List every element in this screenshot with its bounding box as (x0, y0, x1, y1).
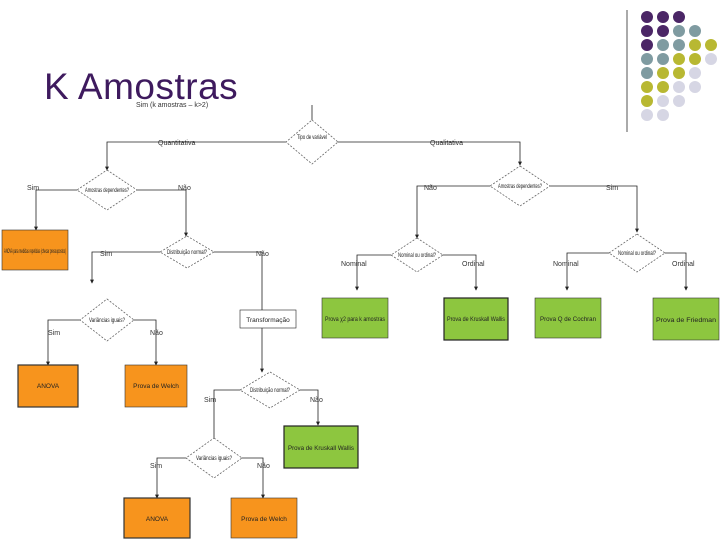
dot (641, 109, 653, 121)
box-text: Prova de Welch (133, 383, 179, 390)
box-text: ANOVA (37, 383, 60, 390)
edge-label-nao-dist2: Não (310, 397, 323, 404)
decision-text: Variâncias iguais? (89, 317, 125, 324)
decision-text: Variâncias iguais? (196, 455, 232, 462)
dot (673, 67, 685, 79)
box-prova-qui-quadrado: Prova χ2 para k amostras (321, 297, 389, 339)
dot (657, 25, 669, 37)
box-prova-kruskal-2: Prova de Kruskall Wallis (283, 425, 359, 469)
slide-title: K Amostras (44, 66, 239, 107)
decision-distribuicao-normal-1: Distribuição normal? (159, 235, 215, 269)
edge-label-sim-var2: Sim (150, 463, 162, 470)
edge-label-nao-var2: Não (257, 463, 270, 470)
dot (689, 53, 701, 65)
box-prova-welch-1: Prova de Welch (124, 364, 188, 408)
box-text: Transformação (246, 317, 290, 324)
dot (689, 67, 701, 79)
dot (641, 39, 653, 51)
box-anova-medidas-repetidas: ANOVA para medidas repetidas (checar pre… (1, 229, 69, 271)
edge-label-nao-dist1: Não (256, 251, 269, 258)
dot (657, 81, 669, 93)
dot (689, 25, 701, 37)
decision-text: Nominal ou ordinal? (618, 250, 656, 257)
box-text: Prova de Welch (241, 516, 287, 523)
decision-variancias-iguais-1: Variâncias iguais? (79, 298, 135, 342)
box-text: ANOVA para medidas repetidas (checar pre… (4, 248, 66, 255)
edge-label-qualitativa: Qualitativa (430, 140, 463, 147)
decision-text: Nominal ou ordinal? (398, 252, 436, 259)
dot (705, 39, 717, 51)
dot (673, 39, 685, 51)
dot (641, 95, 653, 107)
edge-label-quantitativa: Quantitativa (158, 140, 195, 147)
box-text: Prova de Kruskall Wallis (447, 316, 506, 323)
edge-label-nao-var1: Não (150, 330, 163, 337)
dot (689, 81, 701, 93)
edge-label-sim-dist2: Sim (204, 397, 216, 404)
dot (641, 67, 653, 79)
edge-label-nominal-1: Nominal (341, 261, 367, 268)
dot (689, 39, 701, 51)
decision-amostras-dependentes-right: Amostras dependentes? (489, 165, 551, 207)
dot (641, 11, 653, 23)
dot (705, 53, 717, 65)
dot (641, 81, 653, 93)
edge-label-sim-var1: Sim (48, 330, 60, 337)
box-text: Prova de Friedman (656, 317, 716, 324)
dot (657, 39, 669, 51)
dot (673, 53, 685, 65)
dot (673, 25, 685, 37)
edge-label-ordinal-2: Ordinal (672, 261, 695, 268)
decision-tipo-variavel: Tipo de variável (285, 119, 339, 165)
decision-variancias-iguais-2: Variâncias iguais? (185, 437, 243, 479)
dot (673, 81, 685, 93)
decision-text: Distribuição normal? (250, 387, 290, 394)
decorative-dot-grid (626, 10, 717, 132)
box-anova-1: ANOVA (17, 364, 79, 408)
dot (657, 95, 669, 107)
box-text: ANOVA (146, 516, 169, 523)
decision-text-line: Tipo de variável (297, 134, 327, 141)
decision-nominal-ordinal-2: Nominal ou ordinal? (608, 233, 666, 273)
dot (641, 53, 653, 65)
decision-text: Distribuição normal? (167, 249, 207, 256)
decision-text: Amostras dependentes? (85, 187, 129, 194)
dot (673, 11, 685, 23)
dot (657, 67, 669, 79)
dot (673, 95, 685, 107)
box-anova-2: ANOVA (123, 497, 191, 539)
decision-amostras-dependentes-left: Amostras dependentes? (76, 169, 138, 211)
box-text: Prova de Kruskall Wallis (288, 445, 355, 452)
box-prova-kruskal-1: Prova de Kruskall Wallis (443, 297, 509, 341)
edge-label-nao-right: Não (424, 185, 437, 192)
decision-text: Amostras dependentes? (498, 183, 542, 190)
edge-label-sim-right: Sim (606, 185, 618, 192)
edge-label-sim-left: Sim (27, 185, 39, 192)
edge-label-nao-left: Não (178, 185, 191, 192)
edge-label-nominal-2: Nominal (553, 261, 579, 268)
edge-label-sim-dist1: Sim (100, 251, 112, 258)
dot (657, 53, 669, 65)
decision-distribuicao-normal-2: Distribuição normal? (239, 371, 301, 409)
box-prova-friedman: Prova de Friedman (652, 297, 720, 341)
box-transformacao: Transformação (239, 309, 297, 329)
dot (657, 11, 669, 23)
box-text: Prova Q de Cochran (540, 316, 596, 323)
edge-label-ordinal-1: Ordinal (462, 261, 485, 268)
box-prova-welch-2: Prova de Welch (230, 497, 298, 539)
box-text: Prova χ2 para k amostras (325, 316, 386, 323)
box-prova-cochran: Prova Q de Cochran (534, 297, 602, 339)
dot (641, 25, 653, 37)
edges (34, 105, 688, 499)
edge-label-sim-k-amostras: Sim (k amostras – k>2) (136, 102, 208, 109)
dot (657, 109, 669, 121)
decision-nominal-ordinal-1: Nominal ou ordinal? (390, 237, 444, 273)
